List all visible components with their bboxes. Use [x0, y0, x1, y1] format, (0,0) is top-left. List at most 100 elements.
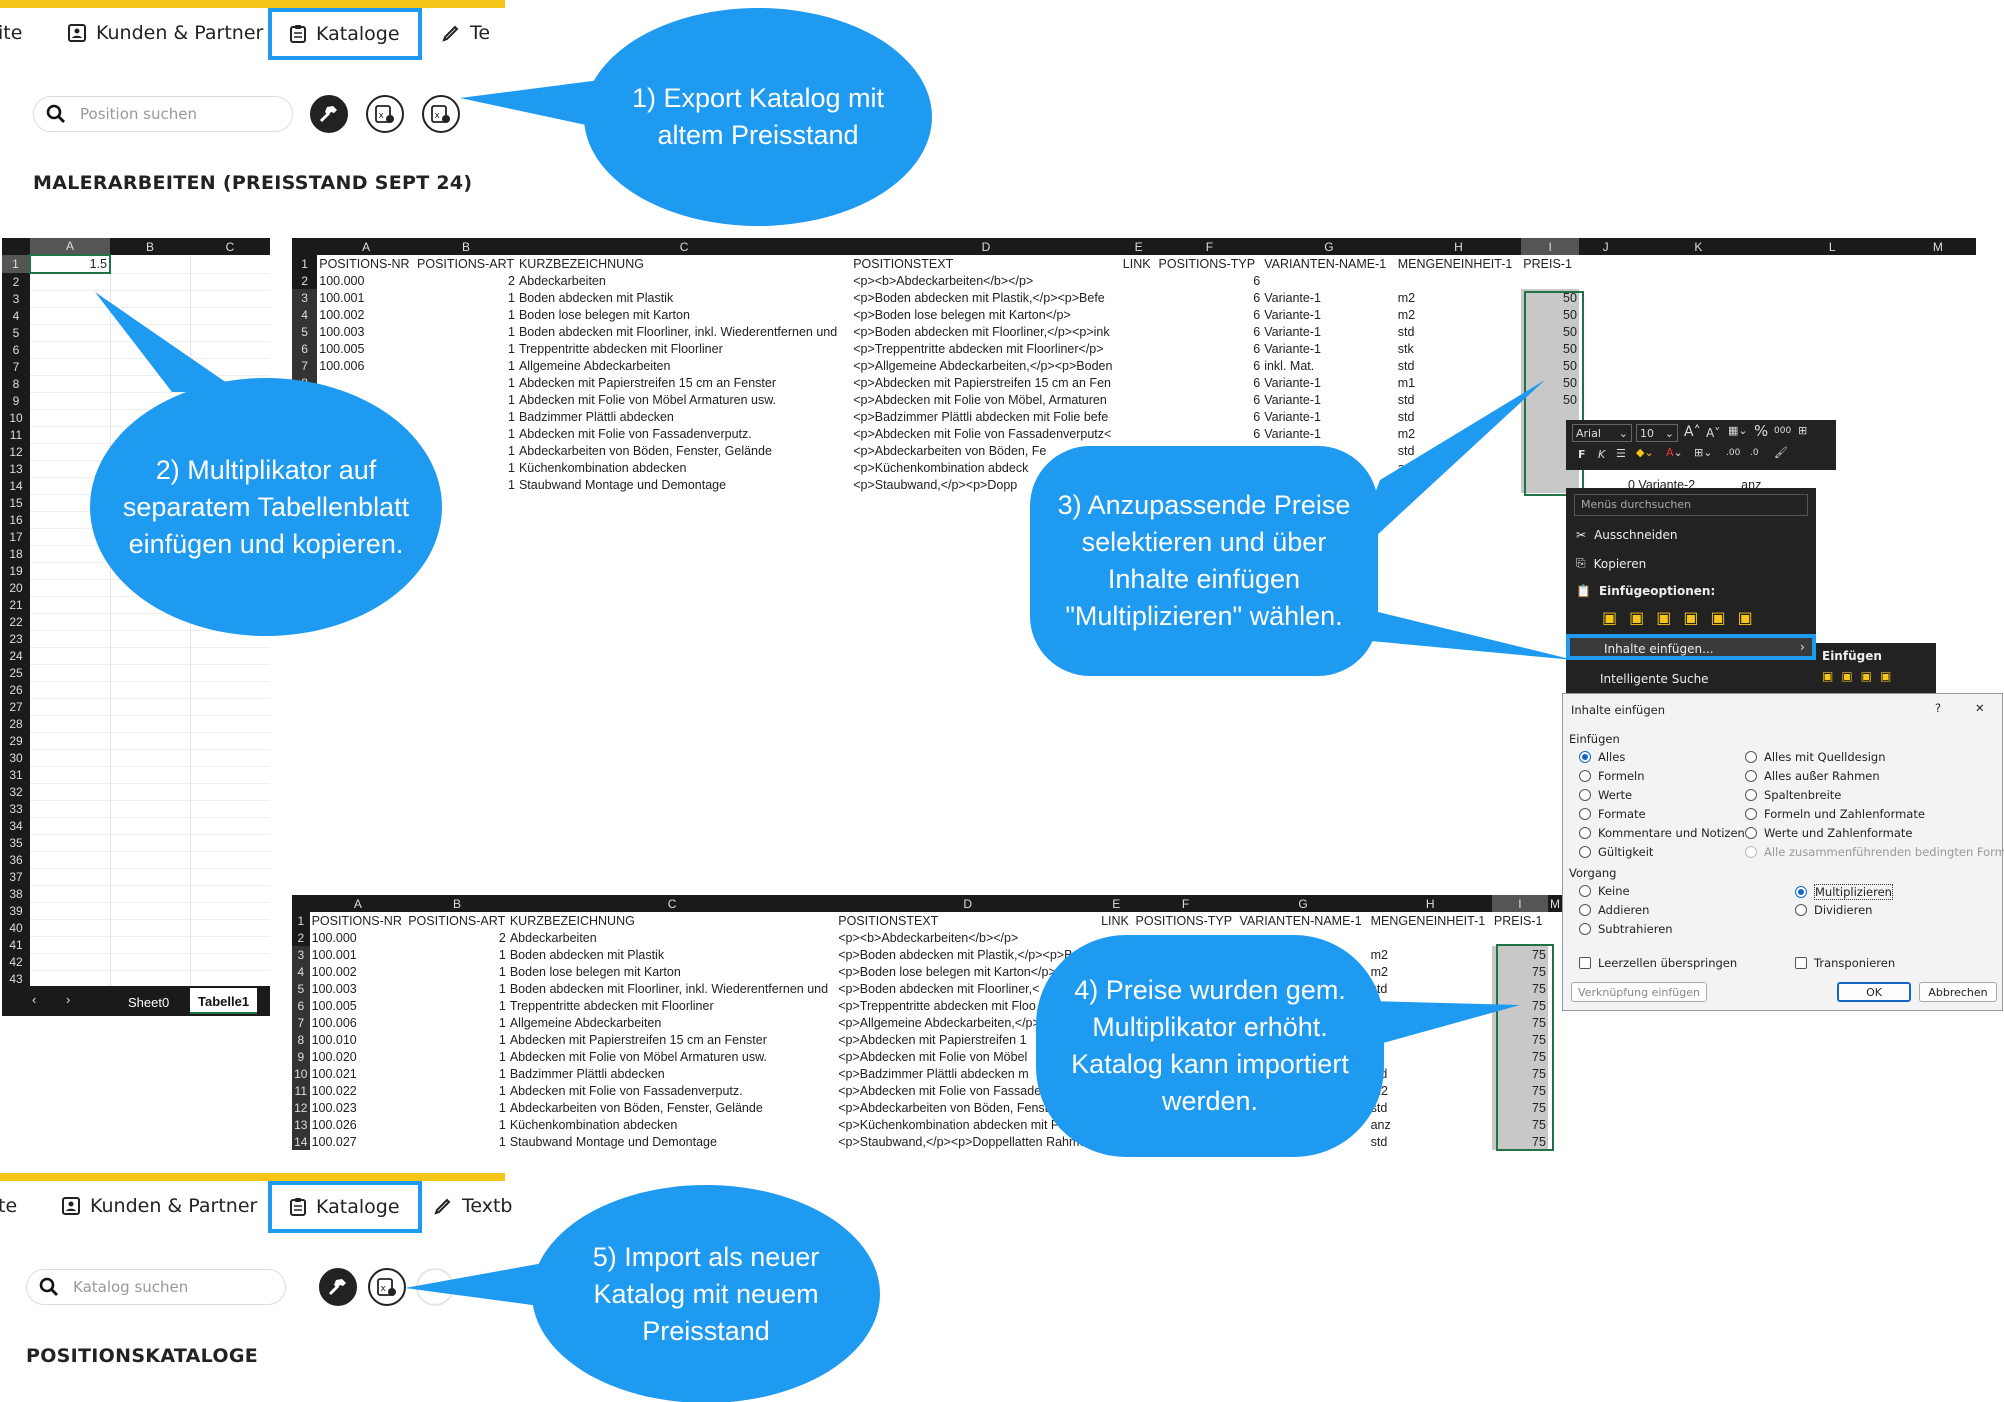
data-cell[interactable]: <p>Küchenkombination abdeck — [853, 460, 1029, 475]
cell[interactable] — [30, 868, 111, 886]
cell[interactable] — [190, 749, 270, 767]
price-cell[interactable]: 75 — [1491, 1065, 1548, 1082]
data-cell[interactable]: <p>Boden abdecken mit Floorliner,</p><p>… — [853, 324, 1110, 339]
radio-icon[interactable] — [1745, 808, 1757, 820]
radio-icon[interactable] — [1745, 770, 1757, 782]
column-header[interactable]: J — [1578, 238, 1633, 255]
radio-icon[interactable] — [1579, 751, 1591, 763]
data-cell[interactable]: Küchenkombination abdecken — [518, 460, 687, 475]
row-number[interactable]: 39 — [2, 902, 30, 919]
radio-icon[interactable] — [1795, 886, 1807, 898]
data-cell[interactable]: Abdecken mit Folie von Fassadenverputz. — [509, 1083, 743, 1098]
ok-button[interactable]: OK — [1837, 982, 1911, 1002]
paste-right-radio[interactable]: Werte und Zahlenformate — [1745, 826, 1913, 840]
data-cell[interactable]: <p>Boden lose belegen mit Karton</p> — [838, 964, 1056, 979]
radio-icon[interactable] — [1579, 846, 1591, 858]
column-header[interactable]: F — [1156, 238, 1263, 255]
data-cell[interactable]: 1 — [498, 981, 506, 996]
data-cell[interactable]: Boden abdecken mit Floorliner, inkl. Wie… — [509, 981, 829, 996]
data-cell[interactable]: 100.027 — [311, 1134, 357, 1149]
data-cell[interactable]: <p><b>Abdeckarbeiten</b></p> — [838, 930, 1019, 945]
data-cell[interactable]: m2 — [1397, 307, 1416, 322]
data-cell[interactable]: 1 — [498, 1083, 506, 1098]
paste-left-radio[interactable]: Gültigkeit — [1579, 845, 1653, 859]
cell[interactable] — [110, 698, 191, 716]
data-cell[interactable]: <p><b>Abdeckarbeiten</b></p> — [853, 273, 1034, 288]
menu-search-input[interactable]: Menüs durchsuchen — [1574, 494, 1808, 516]
data-cell[interactable]: Variante-1 — [1264, 341, 1321, 356]
paste-option-icons[interactable]: ▣▣▣▣▣▣ — [1602, 608, 1765, 627]
thousands-icon[interactable]: 000 — [1774, 426, 1792, 436]
merge-icon[interactable]: ⊞ — [1798, 424, 1808, 437]
row-number[interactable]: 30 — [2, 749, 30, 766]
row-number[interactable]: 31 — [2, 766, 30, 783]
data-cell[interactable]: m2 — [1370, 964, 1388, 979]
data-cell[interactable]: <p>Abdecken mit Folie von Möbel — [838, 1049, 1028, 1064]
column-header[interactable]: K — [1632, 238, 1765, 255]
tab-partial-left[interactable]: ite — [0, 22, 23, 44]
next-sheet-icon[interactable]: › — [66, 992, 71, 1007]
bold-icon[interactable]: F — [1578, 448, 1586, 461]
cell[interactable] — [190, 919, 270, 937]
cell[interactable] — [190, 851, 270, 869]
row-number[interactable]: 1 — [2, 255, 30, 273]
percent-icon[interactable]: % — [1754, 422, 1769, 440]
data-cell[interactable]: Allgemeine Abdeckarbeiten — [518, 358, 671, 373]
cell[interactable] — [30, 409, 111, 427]
radio-icon[interactable] — [1579, 789, 1591, 801]
data-cell[interactable]: Küchenkombination abdecken — [509, 1117, 678, 1132]
paste-left-radio[interactable]: Formate — [1579, 807, 1646, 821]
menu-item-copy[interactable]: ⎘Kopieren — [1576, 556, 1647, 571]
data-cell[interactable]: Abdeckarbeiten von Böden, Fenster, Gelän… — [509, 1100, 763, 1115]
borders-icon[interactable]: ⊞⌄ — [1694, 446, 1713, 459]
row-number[interactable]: 32 — [2, 783, 30, 800]
row-number[interactable]: 36 — [2, 851, 30, 868]
cell[interactable] — [190, 681, 270, 699]
cell[interactable] — [190, 766, 270, 784]
data-cell[interactable]: 100.001 — [319, 290, 365, 305]
cell[interactable] — [30, 341, 111, 359]
data-cell[interactable]: 1 — [498, 1049, 506, 1064]
radio-icon[interactable] — [1745, 827, 1757, 839]
data-cell[interactable]: 1 — [508, 443, 515, 458]
cell[interactable] — [110, 715, 191, 733]
row-number[interactable]: 7 — [2, 358, 30, 375]
cell[interactable] — [190, 273, 270, 291]
data-cell[interactable]: Abdeckarbeiten — [509, 930, 597, 945]
data-cell[interactable]: Variante-1 — [1264, 409, 1321, 424]
data-cell[interactable]: Abdeckarbeiten — [518, 273, 606, 288]
row-number[interactable]: 37 — [2, 868, 30, 885]
cell[interactable] — [30, 358, 111, 376]
column-header[interactable]: H — [1395, 238, 1522, 255]
cell[interactable] — [190, 800, 270, 818]
row-number[interactable]: 33 — [2, 800, 30, 817]
price-cell[interactable]: 75 — [1491, 997, 1548, 1014]
row-number[interactable]: 4 — [292, 963, 310, 980]
price-cell[interactable]: 75 — [1491, 963, 1548, 980]
sheet-tab-tabelle1[interactable]: Tabelle1 — [190, 988, 258, 1014]
font-size-select[interactable]: 10⌄ — [1636, 424, 1678, 442]
cell[interactable] — [190, 324, 270, 342]
data-cell[interactable]: 100.026 — [311, 1117, 357, 1132]
column-header[interactable]: C — [190, 238, 270, 255]
column-header[interactable]: E — [1120, 238, 1157, 255]
row-number[interactable]: 3 — [292, 946, 310, 963]
tab-text-partial[interactable]: Te — [442, 22, 490, 44]
data-cell[interactable]: <p>Abdeckarbeiten von Böden, Fe — [853, 443, 1047, 458]
cell[interactable] — [30, 953, 111, 971]
data-cell[interactable]: Variante-1 — [1264, 375, 1321, 390]
skip-blanks-checkbox[interactable]: Leerzellen überspringen — [1579, 956, 1737, 970]
data-cell[interactable]: m2 — [1397, 426, 1416, 441]
row-number[interactable]: 34 — [2, 817, 30, 834]
paste-right-radio[interactable]: Alles außer Rahmen — [1745, 769, 1880, 783]
cell[interactable] — [190, 817, 270, 835]
data-cell[interactable]: 1 — [508, 290, 515, 305]
cell[interactable] — [30, 596, 111, 614]
cell[interactable] — [190, 307, 270, 325]
column-header[interactable]: D — [851, 238, 1121, 255]
row-number[interactable]: 3 — [292, 289, 318, 306]
data-cell[interactable]: 100.006 — [311, 1015, 357, 1030]
data-cell[interactable]: 1 — [498, 964, 506, 979]
data-cell[interactable]: 6 — [1253, 392, 1261, 407]
price-cell[interactable] — [1521, 408, 1579, 425]
